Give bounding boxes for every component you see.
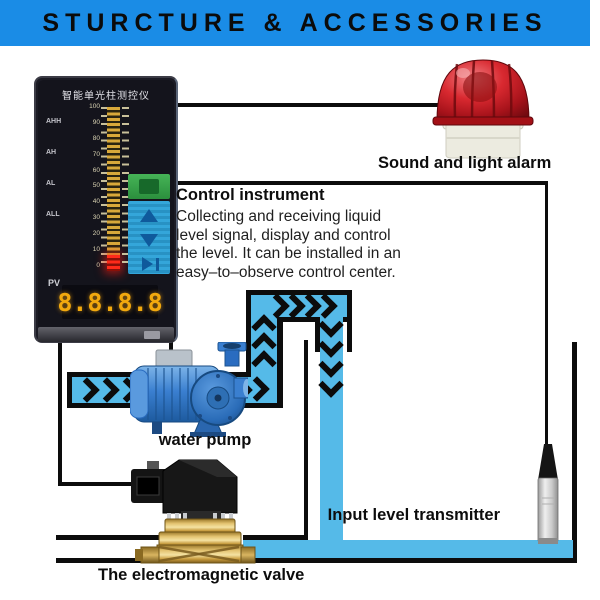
- pipe-fill-downcomer: [320, 295, 343, 545]
- scale-tick: 0: [96, 261, 100, 269]
- tank-bottom-line: [56, 558, 577, 563]
- title-banner: STURCTURE & ACCESSORIES: [0, 0, 590, 46]
- instrument-title: 智能单光柱测控仪: [62, 91, 150, 102]
- scale-ticks-right: [122, 107, 129, 269]
- alarm-label-all: ALL: [46, 211, 60, 218]
- wire-transmitter: [176, 181, 548, 185]
- scale-ticks-left: [101, 107, 108, 269]
- down-arrow-icon: [140, 234, 158, 247]
- scale-tick: 50: [92, 182, 100, 190]
- transmitter-cable: [545, 183, 548, 445]
- tank-left-wall: [304, 340, 308, 542]
- tank-water: [243, 540, 573, 558]
- instrument-bezel: [38, 327, 174, 342]
- scale-tick: 10: [92, 246, 100, 254]
- valve-label: The electromagnetic valve: [98, 566, 305, 584]
- electromagnetic-valve-image: [131, 459, 256, 564]
- display-value: 8.8.8.8: [57, 287, 163, 317]
- description-block: Control instrument Collecting and receiv…: [176, 186, 426, 282]
- water-pump-image: [130, 342, 248, 437]
- led-column: [107, 107, 120, 271]
- green-button-panel: [128, 174, 170, 199]
- blue-button-panel: [128, 201, 170, 274]
- pump-label: water pump: [158, 431, 252, 449]
- up-arrow-icon: [140, 209, 158, 222]
- led-red-segment: [107, 255, 120, 271]
- description-line: Collecting and receiving liquid: [176, 208, 382, 225]
- set-button: [139, 179, 159, 194]
- alarm-label-ah: AH: [46, 149, 57, 156]
- tank-right-wall: [572, 342, 577, 563]
- enter-arrow-icon: [142, 257, 153, 271]
- scale-tick: 70: [92, 150, 100, 158]
- brand-badge: [144, 331, 160, 339]
- alarm-beacon-image: [432, 59, 534, 159]
- scale-tick: 100: [89, 103, 100, 110]
- alarm-label-ahh: AHH: [46, 118, 62, 125]
- scale-tick: 60: [92, 166, 100, 174]
- enter-arrow-bar: [156, 258, 159, 271]
- control-instrument: 智能单光柱测控仪 AHH AH AL ALL 100 90 80 70 60 5…: [34, 76, 178, 343]
- scale-tick: 30: [92, 214, 100, 222]
- instrument-alarm-labels: AHH AH AL ALL: [46, 118, 61, 218]
- pipe-outline-down-left: [315, 322, 320, 352]
- wire-alarm: [176, 103, 442, 107]
- scale-tick: 80: [92, 134, 100, 142]
- wire-valve-horizontal: [58, 482, 138, 486]
- scale-tick: 20: [92, 230, 100, 238]
- wire-valve-vertical: [58, 342, 62, 486]
- pipe-outline-down-right: [347, 322, 352, 352]
- scale-tick: 40: [92, 198, 100, 206]
- alarm-label: Sound and light alarm: [378, 154, 552, 172]
- pv-label: PV: [48, 278, 61, 288]
- description-line: the level. It can be installed in an: [176, 245, 401, 262]
- level-transmitter-image: [537, 444, 559, 544]
- scale-tick: 90: [92, 118, 100, 126]
- bottom-pipe-top-border-right: [243, 535, 308, 540]
- banner-title: STURCTURE & ACCESSORIES: [42, 8, 548, 37]
- description-title: Control instrument: [176, 186, 325, 204]
- instrument-scale: 100 90 80 70 60 50 40 30 20 10 0: [76, 103, 100, 269]
- seven-segment-display: 8.8.8.8: [57, 285, 163, 319]
- description-line: easy–to–observe control center.: [176, 263, 396, 281]
- bottom-pipe-top-border-left: [56, 535, 165, 540]
- alarm-label-al: AL: [46, 180, 56, 187]
- description-line: level signal, display and control: [176, 226, 391, 244]
- transmitter-label: Input level transmitter: [327, 506, 500, 524]
- pipe-fill-riser: [251, 295, 277, 403]
